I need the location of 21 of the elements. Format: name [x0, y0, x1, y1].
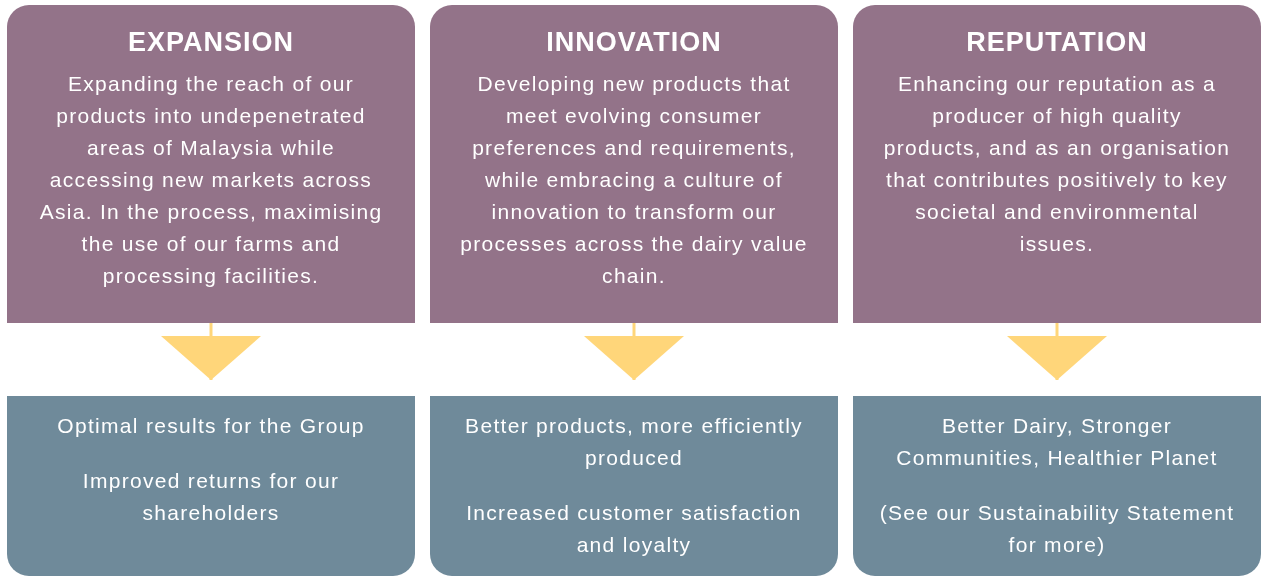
strategy-card	[430, 5, 838, 323]
card-description: Expanding the reach of our products into undepenetrated areas of Malaysia while accessing new markets across Asia. In the process, maximising the use of our farms and processing facilities.	[38, 71, 384, 289]
strategy-card	[853, 5, 1261, 323]
outcome-card	[430, 396, 838, 576]
card-heading: REPUTATION	[965, 27, 1149, 58]
card-heading: EXPANSION	[127, 27, 295, 58]
outcome-text: Better Dairy, Stronger Communities, Healthier Planet	[895, 413, 1219, 471]
strategy-card	[7, 5, 415, 323]
card-description: Enhancing our reputation as a producer of high quality products, and as an organisation that contributes positively to key societal and environmental issues.	[883, 71, 1231, 257]
card-heading: INNOVATION	[545, 27, 723, 58]
outcome-text: Increased customer satisfaction and loyalty	[465, 500, 803, 558]
chevron-arrow	[584, 323, 684, 380]
chevron-arrow	[1007, 323, 1107, 380]
outcome-card	[7, 396, 415, 576]
card-description: Developing new products that meet evolving consumer preferences and requirements, while embracing a culture of innovation to transform our processes across the dairy value chain.	[460, 71, 808, 289]
outcome-text: Improved returns for our shareholders	[81, 468, 341, 526]
outcome-text: Optimal results for the Group	[56, 413, 366, 439]
outcome-text: Better products, more efficiently produced	[464, 413, 804, 471]
outcome-card	[853, 396, 1261, 576]
chevron-arrow	[161, 323, 261, 380]
outcome-text: (See our Sustainability Statement for more)	[879, 500, 1235, 558]
